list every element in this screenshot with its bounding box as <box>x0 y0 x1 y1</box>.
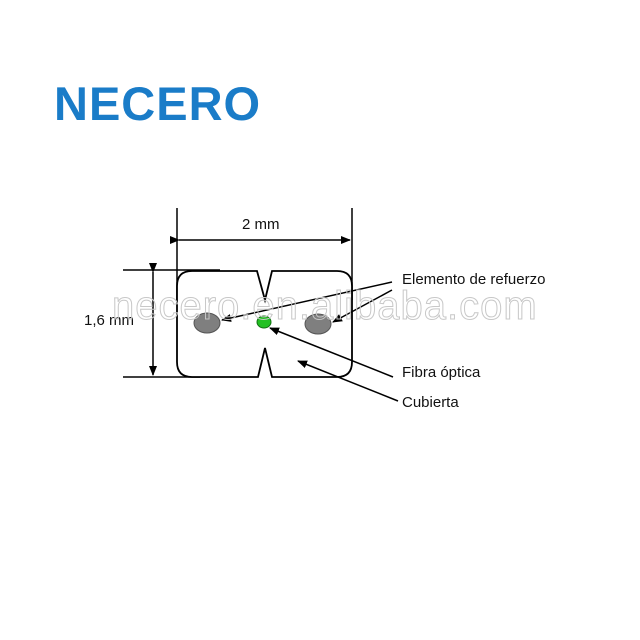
brand-logo: NECERO <box>54 77 262 130</box>
callout-optical-fiber: Fibra óptica <box>402 364 481 381</box>
callout-jacket: Cubierta <box>402 394 459 411</box>
callout-line-strength-left <box>221 281 393 322</box>
callout-line-jacket <box>297 360 399 402</box>
height-label: 1,6 mm <box>84 312 135 329</box>
callout-line-fiber <box>269 327 394 378</box>
callout-strength-member: Elemento de refuerzo <box>402 271 546 288</box>
watermark: necero.en.alibaba.com <box>112 284 538 329</box>
strength-member-right <box>304 313 332 335</box>
strength-member-left <box>193 312 221 334</box>
width-label: 2 mm <box>242 216 280 233</box>
callout-line-strength-right <box>332 289 393 323</box>
optical-fiber <box>256 315 272 329</box>
